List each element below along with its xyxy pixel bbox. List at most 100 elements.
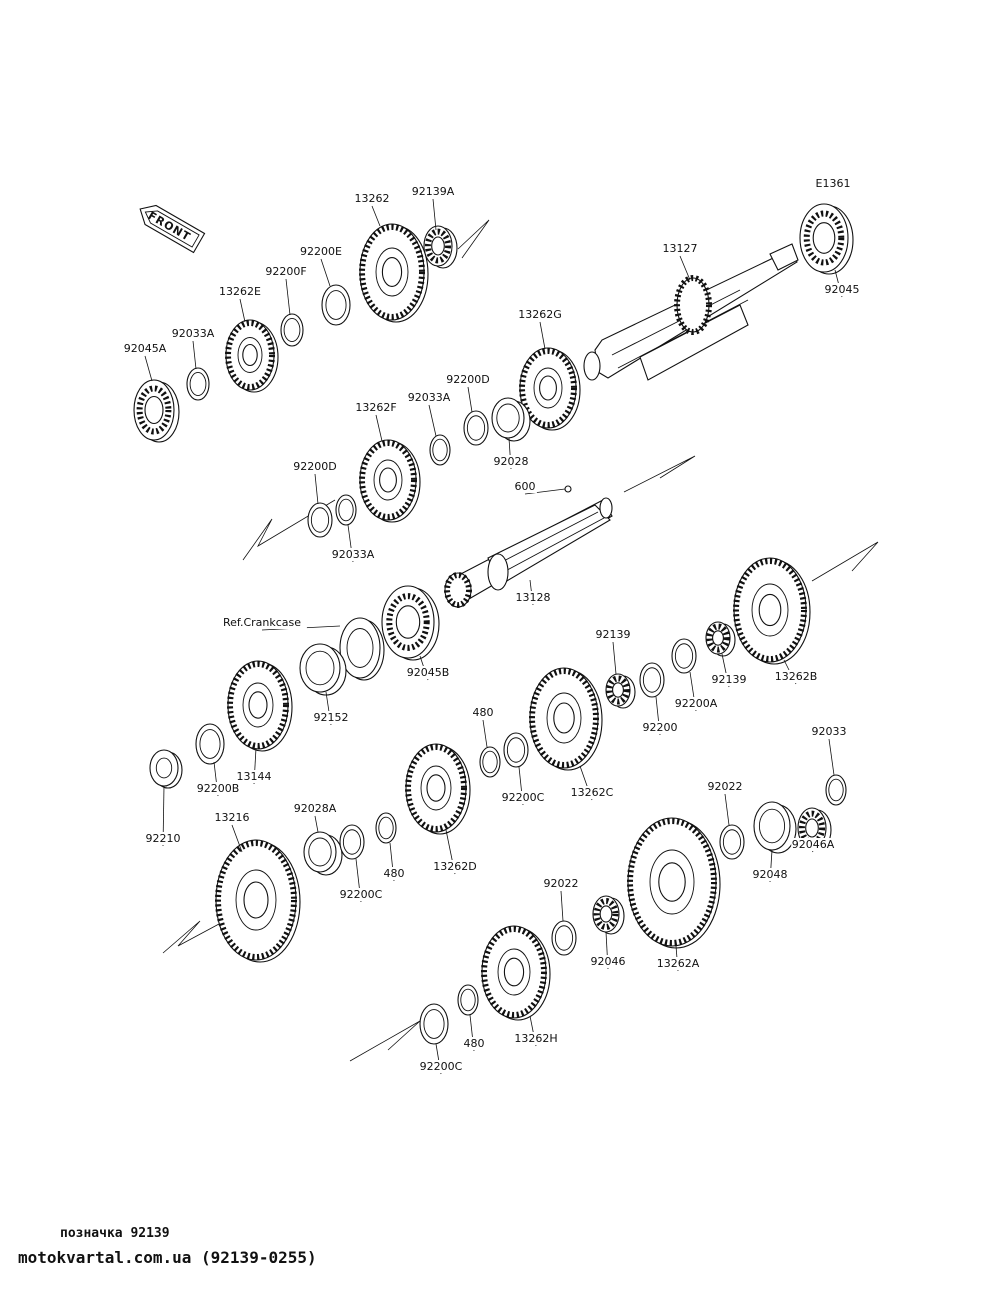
part-label: 13128 <box>516 591 551 604</box>
part-label: 13127 <box>663 242 698 255</box>
leader-line <box>524 488 566 495</box>
washer-92200b <box>195 723 225 765</box>
part-label: 92033A <box>332 548 375 561</box>
part-label: 13262F <box>355 401 396 414</box>
part-label: 92048 <box>753 868 788 881</box>
gear-13262g <box>519 347 581 431</box>
bushing-92048 <box>753 801 797 854</box>
bearing-92045a <box>133 379 180 443</box>
gear-13262b <box>733 557 811 665</box>
bearing-92139 <box>705 621 736 657</box>
bushing-92028a <box>303 831 343 876</box>
part-label: 92045B <box>407 666 450 679</box>
part-label: 92200C <box>502 791 545 804</box>
leader-line <box>239 298 246 323</box>
diagram-id: E1361 <box>816 177 851 190</box>
circlip-480 <box>375 812 397 844</box>
washer-92200 <box>639 662 665 698</box>
leader-line <box>467 386 473 413</box>
part-label: 92200 <box>643 721 678 734</box>
leader-line <box>192 340 197 370</box>
part-label: 13262 <box>355 192 390 205</box>
leader-line <box>314 473 319 505</box>
part-label: 92200D <box>293 460 336 473</box>
footer-source: motokvartal.com.ua (92139-0255) <box>18 1248 317 1267</box>
gear-13262f <box>359 439 421 523</box>
part-label: 92046A <box>792 838 835 851</box>
part-label: 13262D <box>433 860 476 873</box>
part-label: 92200F <box>265 265 306 278</box>
leader-line <box>285 278 291 316</box>
circlip-92033a <box>335 494 357 526</box>
leader-line <box>371 205 381 227</box>
sprocket-13144 <box>227 660 293 752</box>
part-label: 13262C <box>571 786 614 799</box>
leader-line <box>432 198 437 231</box>
part-label: 92152 <box>314 711 349 724</box>
leader-line <box>724 793 730 826</box>
leader-line <box>679 255 691 281</box>
washer-92200c <box>503 732 529 768</box>
seal-refcrankcase <box>339 617 385 681</box>
part-label: 480 <box>464 1037 485 1050</box>
bearing-92046 <box>592 895 625 935</box>
part-label: 13262A <box>657 957 700 970</box>
leader-line <box>482 719 488 748</box>
part-label: 92200D <box>446 373 489 386</box>
washer-92200c <box>419 1003 449 1045</box>
part-label: 92033A <box>408 391 451 404</box>
part-label: Ref.Crankcase <box>223 616 301 629</box>
bushing-92028 <box>491 397 531 442</box>
bushing-92152 <box>299 643 347 696</box>
part-label: 92139 <box>712 673 747 686</box>
gear-13262c <box>529 667 603 771</box>
part-label: 92028 <box>494 455 529 468</box>
gear-13216 <box>215 839 301 963</box>
washer-92200f <box>280 313 304 347</box>
part-label: 92200C <box>420 1060 463 1073</box>
circlip-92033a <box>429 434 451 466</box>
part-label: 92028A <box>294 802 337 815</box>
leader-line <box>560 890 564 922</box>
washer-92022 <box>551 920 577 956</box>
bearing-92139a <box>423 225 458 269</box>
washer-92200a <box>671 638 697 674</box>
leader-line <box>231 824 243 853</box>
bearing-92139 <box>605 673 636 709</box>
bearing-92045 <box>799 203 854 275</box>
washer-92022 <box>719 824 745 860</box>
washer-92200e <box>321 284 351 326</box>
leader-line <box>428 404 437 437</box>
gear-13262h <box>481 925 551 1021</box>
part-label: 13262E <box>219 285 261 298</box>
part-label: 92200A <box>675 697 718 710</box>
part-label: 92139A <box>412 185 455 198</box>
circlip-92033 <box>825 774 847 806</box>
washer-92200c <box>339 824 365 860</box>
circlip-480 <box>457 984 479 1016</box>
part-label: 92210 <box>146 832 181 845</box>
leader-line <box>375 414 383 442</box>
part-label: 92200E <box>300 245 342 258</box>
leader-line <box>828 738 835 776</box>
part-label: 480 <box>473 706 494 719</box>
part-label: 13216 <box>215 811 250 824</box>
leader-line <box>314 815 319 833</box>
part-label: 92022 <box>708 780 743 793</box>
note-600-marker <box>564 485 572 493</box>
shaft-13128 <box>444 497 613 608</box>
front-arrow-icon: FRONT <box>139 204 206 254</box>
part-label: 13262G <box>518 308 562 321</box>
part-label: 92033 <box>812 725 847 738</box>
leader-line <box>612 641 617 675</box>
shaft-13127 <box>583 243 799 381</box>
part-label: 600 <box>515 480 536 493</box>
part-label: 92022 <box>544 877 579 890</box>
washer-92200d <box>307 502 333 538</box>
leader-line <box>320 258 331 287</box>
bearing-92045b <box>381 585 440 661</box>
part-label: 92033A <box>172 327 215 340</box>
part-label: 92139 <box>596 628 631 641</box>
part-label: 92046 <box>591 955 626 968</box>
